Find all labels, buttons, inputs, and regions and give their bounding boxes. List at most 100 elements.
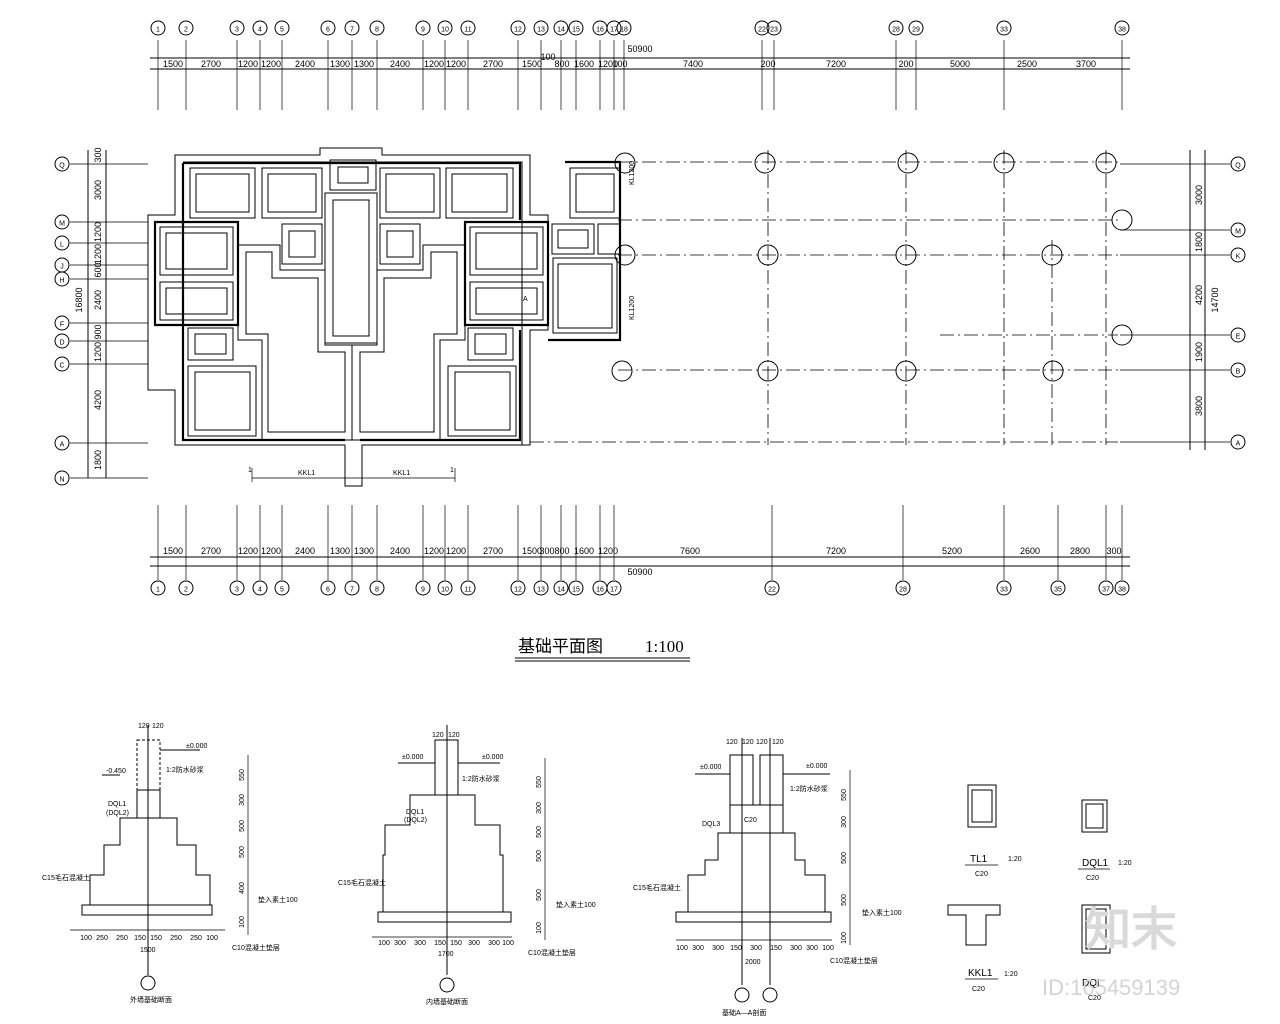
detail-kkl1-conc: C20 (972, 986, 985, 993)
bottom-axis-9-label: 9 (421, 587, 425, 594)
section-exterior-wall: 120 120 ±0.000 -0.450 1:2防水砂浆 DQL1 (DQL2… (42, 723, 298, 1004)
detail-tl1-scale: 1:20 (1008, 856, 1022, 863)
top-axis-14-circle (553, 20, 569, 36)
top-dimension: 3700 (1076, 59, 1096, 69)
sec2-caption: 内墙基础断面 (426, 997, 468, 1006)
top-axis-18-circle (616, 20, 632, 36)
sec3-concrete: C15毛石混凝土 (633, 883, 681, 892)
top-axis-5-circle (274, 20, 290, 36)
detail-dql1-conc: C20 (1086, 875, 1099, 882)
left-total-dimension: 16800 (74, 287, 84, 312)
plan-title-text: 基础平面图 (518, 637, 603, 656)
left-axis-A-label: A (60, 442, 65, 449)
bottom-total-dimension: 50900 (627, 567, 652, 577)
detail-dql1-scale: 1:20 (1118, 860, 1132, 867)
column-footing (614, 244, 636, 266)
top-dimension: 200 (898, 59, 913, 69)
bottom-axis-17-label: 17 (610, 587, 618, 594)
plan-title: 基础平面图 1:100 (515, 637, 690, 662)
bottom-axis-16-label: 16 (596, 587, 604, 594)
sec3-beam-conc: C20 (744, 817, 757, 824)
top-axis-13-label: 13 (537, 27, 545, 34)
bottom-axis-33-label: 33 (1000, 587, 1008, 594)
top-axis-1-label: 1 (156, 27, 160, 34)
top-axis-6-circle (320, 20, 336, 36)
right-axis-M-label: M (1235, 229, 1241, 236)
right-axis-A-label: A (1236, 441, 1241, 448)
bottom-axis-1-circle (150, 580, 166, 596)
sec2-width: 1700 (438, 951, 454, 958)
section-width-dimension: 250 (170, 935, 182, 942)
left-axis-L-label: L (60, 242, 64, 249)
top-axis-29-circle (908, 20, 924, 36)
section-width-dimension: 250 (116, 935, 128, 942)
top-axis-29-label: 29 (912, 27, 920, 34)
top-dimension: 1200 (238, 59, 258, 69)
sec3-caption: 基础A—A剖面 (722, 1008, 766, 1017)
top-dimension: 1200 (598, 59, 618, 69)
section-width-dimension: 100 (378, 940, 390, 947)
section-width-dimension: 100 (676, 945, 688, 952)
bottom-axis-35-label: 35 (1054, 587, 1062, 594)
left-axis-M-circle (54, 214, 70, 230)
bottom-dimension: 800 (554, 546, 569, 556)
left-dimension: 300 (93, 147, 103, 162)
column-footing (895, 244, 917, 266)
bottom-dimension: 1200 (446, 546, 466, 556)
left-axis-M-label: M (59, 221, 65, 228)
top-axis-33-circle (996, 20, 1012, 36)
bottom-dimension: 5200 (942, 546, 962, 556)
top-axis-14-label: 14 (557, 27, 565, 34)
sec3-width: 2000 (745, 959, 761, 966)
sec1-beam: DQL1 (108, 801, 126, 808)
bottom-dimension: 1500 (522, 546, 542, 556)
section-a-a: 120 120 120 120 ±0.000 ±0.000 1:2防水砂浆 DQ… (633, 738, 902, 1017)
right-axis-Q-circle (1230, 156, 1246, 172)
sec2-elev-zero: ±0.000 (402, 754, 423, 761)
top-dimension: 100 (612, 59, 627, 69)
sec1-elev-zero: ±0.000 (186, 743, 207, 750)
section-width-dimension: 300 (806, 945, 818, 952)
right-axis-B-circle (1230, 362, 1246, 378)
top-axis-23-label: 23 (770, 27, 778, 34)
top-axis-2-circle (178, 20, 194, 36)
top-axis-3-label: 3 (235, 27, 239, 34)
top-dimension: 1300 (354, 59, 374, 69)
bottom-axis-12-circle (510, 580, 526, 596)
column-footing (993, 152, 1015, 174)
top-axis-11-label: 11 (464, 27, 471, 34)
section-mark-left: 1 (248, 467, 252, 474)
section-width-dimension: 300 (488, 940, 500, 947)
left-axis-H-circle (54, 271, 70, 287)
top-axis-13-circle (533, 20, 549, 36)
bottom-axis-35-circle (1050, 580, 1066, 596)
bottom-axis-4-label: 4 (258, 587, 262, 594)
foundation-plan-built-part: A KKL1 KKL1 1 1 KL1200 KL1200 (147, 147, 636, 487)
top-axis-12-circle (510, 20, 526, 36)
top-axis-28-label: 28 (892, 27, 900, 34)
section-width-dimension: 250 (96, 935, 108, 942)
top-dimension: 5000 (950, 59, 970, 69)
bottom-axis-38-circle (1114, 580, 1130, 596)
section-height-dimension: 550 (536, 776, 543, 788)
right-axis-E-circle (1230, 327, 1246, 343)
left-dimension: 900 (93, 324, 103, 339)
top-dimension: 1500 (163, 59, 183, 69)
bottom-axis-7-label: 7 (350, 587, 354, 594)
bottom-dimension: 2700 (483, 546, 503, 556)
section-width-dimension: 100 (206, 935, 218, 942)
bottom-axis-17-circle (606, 580, 622, 596)
bottom-axis-8-circle (369, 580, 385, 596)
sec1-caption: 外墙基础断面 (130, 995, 172, 1004)
bottom-axis-11-label: 11 (464, 587, 471, 594)
sec2-concrete: C15毛石混凝土 (338, 878, 386, 887)
top-dimension: 7400 (683, 59, 703, 69)
top-dimension: 2400 (295, 59, 315, 69)
section-width-dimension: 150 (434, 940, 446, 947)
column-footing (757, 244, 779, 266)
top-axis-7-label: 7 (350, 27, 354, 34)
sec2-beam: DQL1 (406, 809, 424, 816)
top-axis-10-circle (437, 20, 453, 36)
top-axis-12-label: 12 (514, 27, 522, 34)
